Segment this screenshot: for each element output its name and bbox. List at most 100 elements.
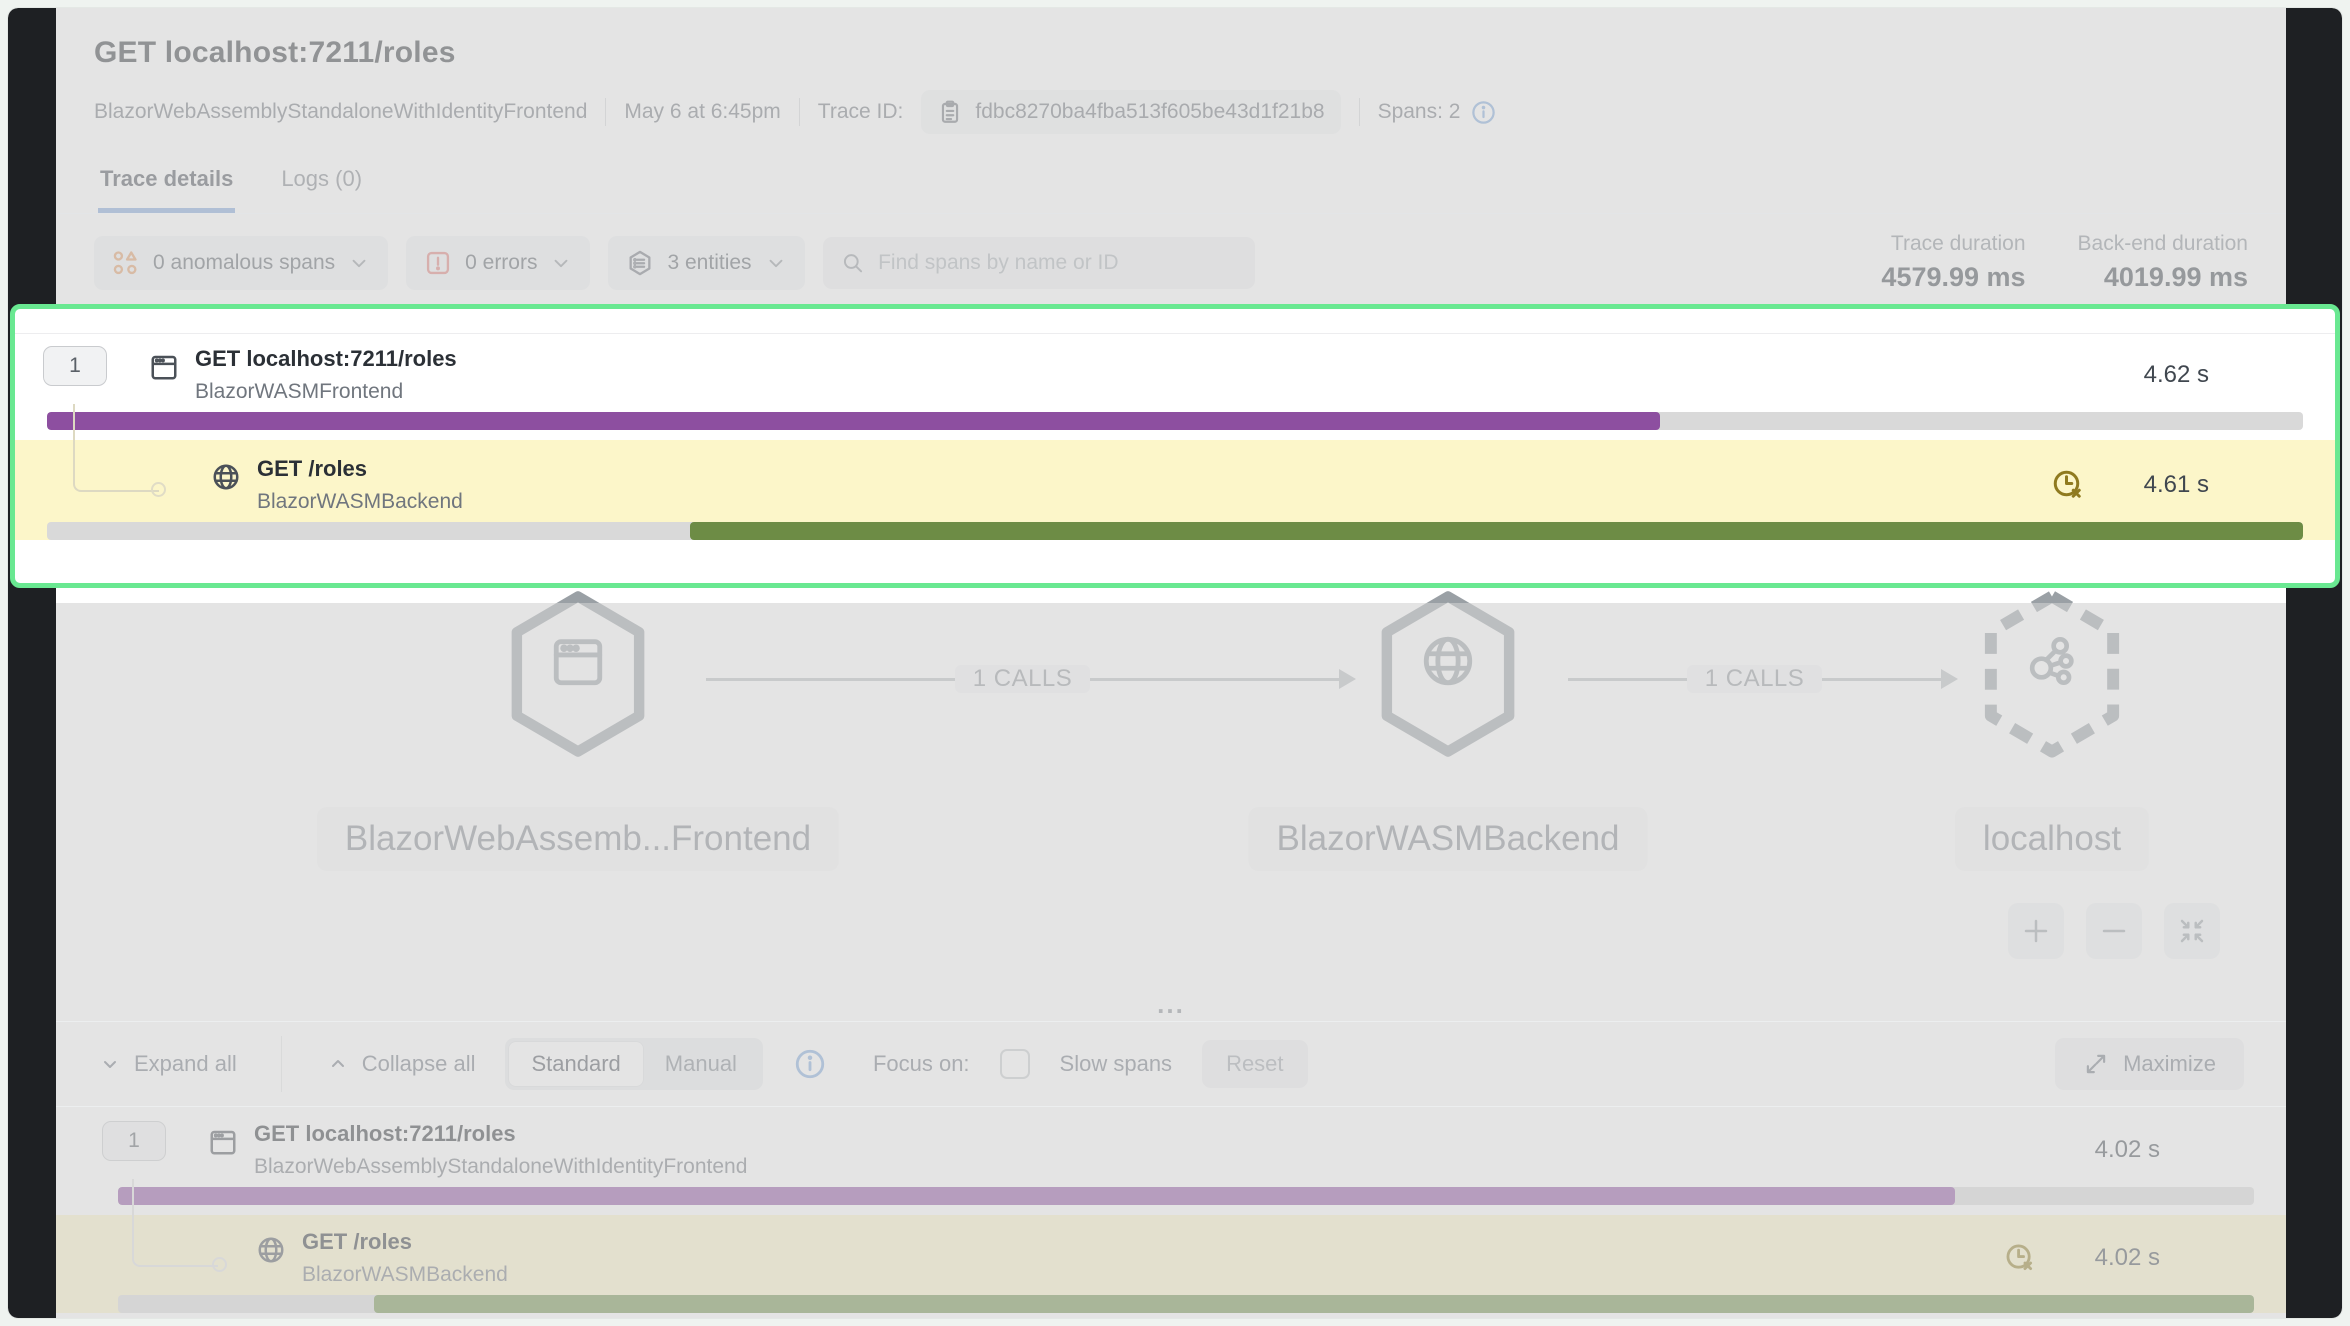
edge-line bbox=[1568, 677, 1687, 681]
trace-id-copy[interactable]: fdbc8270ba4fba513f605be43d1f21b8 bbox=[921, 90, 1341, 134]
span-search[interactable] bbox=[822, 236, 1255, 289]
filter-bar: 0 anomalous spans 0 errors 3 entities bbox=[56, 214, 2286, 313]
browser-window-icon bbox=[210, 1130, 236, 1155]
child-count-badge[interactable]: 1 bbox=[102, 1121, 166, 1161]
map-node-label: localhost bbox=[1954, 807, 2150, 871]
waterfall-row-backend[interactable]: GET /roles BlazorWASMBackend 4.02 s bbox=[56, 1179, 2286, 1313]
map-zoom-controls bbox=[2008, 903, 2220, 959]
span-timeline-fill bbox=[689, 522, 2303, 540]
edge-line bbox=[1090, 677, 1339, 681]
trace-id-value: fdbc8270ba4fba513f605be43d1f21b8 bbox=[975, 100, 1325, 123]
hexagon-dashed-outline bbox=[1984, 590, 2120, 758]
page-title: GET localhost:7211/roles bbox=[94, 36, 456, 69]
span-duration: 4.02 s bbox=[2094, 1244, 2160, 1271]
span-row-frontend[interactable]: 1 GET localhost:7211/roles BlazorWASMFro… bbox=[15, 334, 2335, 430]
arrowhead-icon bbox=[1941, 669, 1958, 689]
globe-icon bbox=[1423, 636, 1473, 686]
info-icon[interactable] bbox=[1470, 99, 1497, 126]
right-dark-edge bbox=[2286, 8, 2342, 1318]
expand-all-button[interactable]: Expand all bbox=[98, 1051, 237, 1077]
globe-icon bbox=[213, 464, 239, 490]
span-name: GET /roles bbox=[257, 456, 368, 481]
tree-connector-dot bbox=[151, 482, 166, 497]
meta-divider bbox=[1358, 98, 1360, 126]
chevron-up-icon bbox=[331, 1060, 344, 1067]
highlighted-span-panel: 1 GET localhost:7211/roles BlazorWASMFro… bbox=[10, 304, 2340, 588]
anomalous-spans-filter[interactable]: 0 anomalous spans bbox=[94, 235, 389, 290]
backend-duration-label: Back-end duration bbox=[2077, 232, 2248, 255]
edge-line bbox=[706, 677, 955, 681]
map-node-label: BlazorWASMBackend bbox=[1248, 807, 1648, 871]
span-timeline-fill bbox=[47, 412, 1661, 430]
info-icon[interactable] bbox=[793, 1047, 827, 1081]
span-name: GET localhost:7211/roles bbox=[195, 346, 457, 371]
errors-icon bbox=[427, 251, 450, 274]
span-timeline-track bbox=[118, 1295, 2254, 1313]
search-input[interactable] bbox=[878, 250, 1237, 275]
waterfall-spans: 1 GET localhost:7211/roles BlazorWebAsse… bbox=[56, 1107, 2286, 1318]
slow-span-clock-icon bbox=[2053, 470, 2081, 498]
browser-window-icon bbox=[553, 639, 603, 686]
panel-top-strip bbox=[15, 309, 2335, 334]
left-dark-edge bbox=[8, 8, 56, 1318]
zoom-out-button[interactable] bbox=[2086, 903, 2142, 959]
mode-manual-button[interactable]: Manual bbox=[664, 1051, 737, 1076]
hexagon-outline bbox=[511, 591, 645, 757]
backend-duration: Back-end duration 4019.99 ms bbox=[2078, 232, 2248, 293]
span-row-backend-selected[interactable]: GET /roles BlazorWASMBackend 4.61 s bbox=[15, 404, 2335, 540]
trace-meta-row: BlazorWebAssemblyStandaloneWithIdentityF… bbox=[94, 90, 2248, 134]
backend-duration-value: 4019.99 ms bbox=[2103, 262, 2248, 292]
service-map: BlazorWebAssemb...Frontend 1 CALLS Blazo… bbox=[56, 590, 2286, 997]
toolbar-divider bbox=[280, 1036, 282, 1092]
panel-drag-handle[interactable]: ... bbox=[56, 991, 2286, 1021]
zoom-in-button[interactable] bbox=[2008, 903, 2064, 959]
span-duration: 4.61 s bbox=[2143, 471, 2209, 498]
mode-standard-button[interactable]: Standard bbox=[509, 1042, 643, 1086]
waterfall-toolbar: Expand all Collapse all Standard Manual … bbox=[56, 1021, 2286, 1107]
slow-spans-checkbox[interactable] bbox=[999, 1049, 1030, 1079]
tab-logs[interactable]: Logs (0) bbox=[281, 166, 363, 191]
trace-duration: Trace duration 4579.99 ms bbox=[1881, 232, 2025, 293]
edge-calls-label: 1 CALLS bbox=[954, 665, 1091, 693]
fit-view-button[interactable] bbox=[2164, 903, 2220, 959]
map-node-localhost[interactable]: localhost bbox=[1954, 589, 2150, 871]
spans-count-label: Spans: 2 bbox=[1377, 100, 1461, 123]
edge-calls-label: 1 CALLS bbox=[1686, 665, 1823, 693]
entities-icon bbox=[629, 250, 651, 275]
map-edge-2: 1 CALLS bbox=[1568, 665, 1958, 693]
browser-window-icon bbox=[151, 355, 177, 380]
trace-app: GET localhost:7211/roles BlazorWebAssemb… bbox=[56, 8, 2286, 1318]
maximize-button[interactable]: Maximize bbox=[2055, 1038, 2244, 1090]
map-node-backend[interactable]: BlazorWASMBackend bbox=[1248, 589, 1648, 871]
collapse-all-label: Collapse all bbox=[361, 1051, 476, 1076]
collapse-all-button[interactable]: Collapse all bbox=[326, 1051, 476, 1077]
focus-on-label: Focus on: bbox=[872, 1051, 970, 1076]
tab-trace-details[interactable]: Trace details bbox=[98, 154, 236, 213]
plus-icon bbox=[2024, 919, 2048, 943]
errors-filter[interactable]: 0 errors bbox=[406, 235, 591, 290]
entities-filter[interactable]: 3 entities bbox=[608, 235, 805, 290]
tab-bar: Trace details Logs (0) bbox=[94, 154, 2248, 213]
hexagon-outline bbox=[1381, 591, 1515, 757]
expand-all-label: Expand all bbox=[134, 1051, 237, 1076]
child-count-badge[interactable]: 1 bbox=[43, 346, 107, 386]
arrowhead-icon bbox=[1339, 669, 1356, 689]
tree-connector bbox=[73, 404, 159, 492]
map-node-frontend[interactable]: BlazorWebAssemb...Frontend bbox=[316, 589, 840, 871]
edge-line bbox=[1822, 677, 1941, 681]
drag-handle-dots: ... bbox=[1157, 989, 1185, 1019]
mode-segmented-control: Standard Manual bbox=[505, 1038, 763, 1090]
span-service: BlazorWASMBackend bbox=[257, 490, 463, 513]
meta-divider bbox=[798, 98, 800, 126]
reset-button[interactable]: Reset bbox=[1202, 1040, 1308, 1088]
trace-duration-label: Trace duration bbox=[1890, 232, 2026, 255]
span-service: BlazorWASMFrontend bbox=[195, 380, 404, 403]
minus-icon bbox=[2102, 929, 2126, 933]
search-icon bbox=[843, 253, 862, 272]
span-name: GET /roles bbox=[302, 1229, 413, 1254]
duration-summary: Trace duration 4579.99 ms Back-end durat… bbox=[1881, 232, 2248, 293]
clipboard-icon bbox=[942, 100, 959, 123]
waterfall-row-frontend[interactable]: 1 GET localhost:7211/roles BlazorWebAsse… bbox=[56, 1107, 2286, 1205]
span-timeline-fill bbox=[118, 1187, 1955, 1205]
span-timeline-fill bbox=[374, 1295, 2254, 1313]
